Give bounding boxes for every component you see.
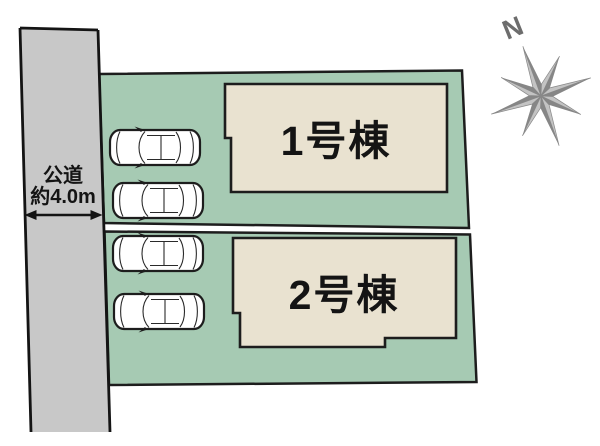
car	[111, 231, 205, 276]
building-2-label: 2号棟	[288, 272, 400, 318]
car	[108, 125, 202, 170]
building-2-shape	[231, 236, 458, 349]
building-1-shape	[223, 82, 449, 194]
compass-light-halves	[491, 46, 591, 146]
road-label: 公道 約4.0m	[30, 166, 96, 208]
car	[111, 178, 205, 223]
road-label-line2: 約4.0m	[30, 186, 96, 208]
compass-dark-halves	[491, 46, 591, 146]
building-1-label: 1号棟	[280, 118, 392, 164]
car	[112, 289, 206, 334]
compass-rose	[491, 46, 591, 146]
road-label-line1: 公道	[43, 165, 83, 187]
road-area	[18, 26, 112, 433]
road-width-arrow	[24, 210, 103, 220]
